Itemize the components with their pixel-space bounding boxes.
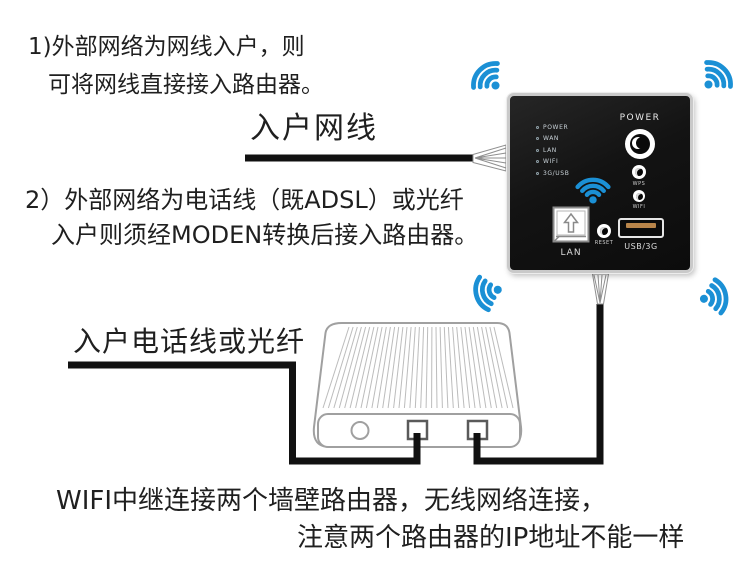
led-label: LAN xyxy=(543,146,557,154)
step2-line2: 入户则须经MODEN转换后接入路由器。 xyxy=(51,221,479,249)
lan-label: LAN xyxy=(560,248,582,258)
wps-button xyxy=(632,165,646,179)
step2-text: 2）外部网络为电话线（既ADSL）或光纤 入户则须经MODEN转换后接入路由器。 xyxy=(25,183,478,253)
modem-router-cable xyxy=(473,304,604,465)
led-row: POWER xyxy=(536,124,569,131)
led-label: WIFI xyxy=(543,158,559,166)
usb-label: USB/3G xyxy=(624,242,658,251)
step1-text: 1)外部网络为网线入户，则 可将网线直接接入路由器。 xyxy=(28,28,324,104)
led-row: WIFI xyxy=(536,158,569,165)
modem-vent-hatch xyxy=(322,326,514,409)
wifi-button xyxy=(633,190,645,202)
panel-wifi-icon xyxy=(572,164,614,206)
led-label: WAN xyxy=(543,135,559,143)
footer-line2: 注意两个路由器的IP地址不能一样 xyxy=(297,523,685,553)
footer-line1: WIFI中继连接两个墙壁路由器，无线网络连接， xyxy=(56,486,606,516)
ethernet-cable-strands xyxy=(472,144,507,172)
power-label: POWER xyxy=(619,113,661,123)
usb-contacts xyxy=(626,223,656,228)
reset-label: RESET xyxy=(594,240,614,246)
led-dot xyxy=(536,148,539,152)
reset-button xyxy=(597,224,611,238)
cables xyxy=(68,144,610,465)
lan-arrow-icon xyxy=(562,212,580,233)
led-dot xyxy=(536,171,539,175)
modem-illustration xyxy=(312,322,523,448)
led-dot xyxy=(536,126,539,129)
led-row: 3G/USB xyxy=(536,170,569,177)
led-indicator-list: POWER WAN LAN WIFI 3G/USB xyxy=(536,124,569,177)
router-cable-strands xyxy=(591,273,610,305)
led-row: WAN xyxy=(536,135,569,142)
step1-line1: 1)外部网络为网线入户，则 xyxy=(28,34,305,60)
wifi-icon-bottom-right xyxy=(693,269,746,322)
modem-power-jack xyxy=(350,421,370,440)
usb-port xyxy=(618,218,664,238)
led-row: LAN xyxy=(536,147,569,154)
ethernet-cable-label: 入户网线 xyxy=(250,111,378,146)
router-panel: POWER WPS WIFI POWER WAN LAN WIFI 3G/USB… xyxy=(507,93,693,273)
power-button-inner xyxy=(630,134,650,154)
wps-label: WPS xyxy=(632,181,646,187)
lan-port xyxy=(552,206,590,243)
led-label: 3G/USB xyxy=(543,169,570,177)
led-dot xyxy=(536,160,539,164)
step2-line1: 2）外部网络为电话线（既ADSL）或光纤 xyxy=(25,186,464,214)
led-label: POWER xyxy=(543,124,569,131)
led-dot xyxy=(536,137,539,141)
wifi-button-label: WIFI xyxy=(632,204,646,210)
step1-line2: 可将网线直接接入路由器。 xyxy=(48,72,324,98)
phone-cable-label: 入户电话线或光纤 xyxy=(73,325,306,358)
power-icon xyxy=(632,137,648,149)
power-button xyxy=(625,129,655,159)
phone-cable xyxy=(68,361,421,465)
